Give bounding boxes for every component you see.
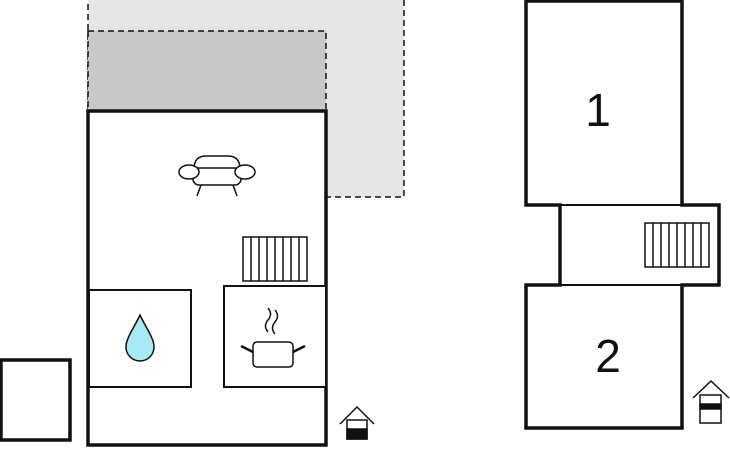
sofa-icon xyxy=(178,155,256,197)
water-drop-icon xyxy=(125,313,155,362)
room-1-label: 1 xyxy=(585,84,611,136)
covered-area xyxy=(87,30,327,112)
staircase-icon xyxy=(644,222,710,268)
outbuilding xyxy=(0,358,72,442)
entrance-icon xyxy=(339,405,375,440)
cooking-pot-icon xyxy=(240,307,306,368)
room-2-label: 2 xyxy=(595,330,621,382)
upper-floor-outline xyxy=(524,0,721,430)
kitchen xyxy=(223,285,327,388)
staircase-icon xyxy=(242,236,308,282)
entrance-icon xyxy=(692,379,730,424)
